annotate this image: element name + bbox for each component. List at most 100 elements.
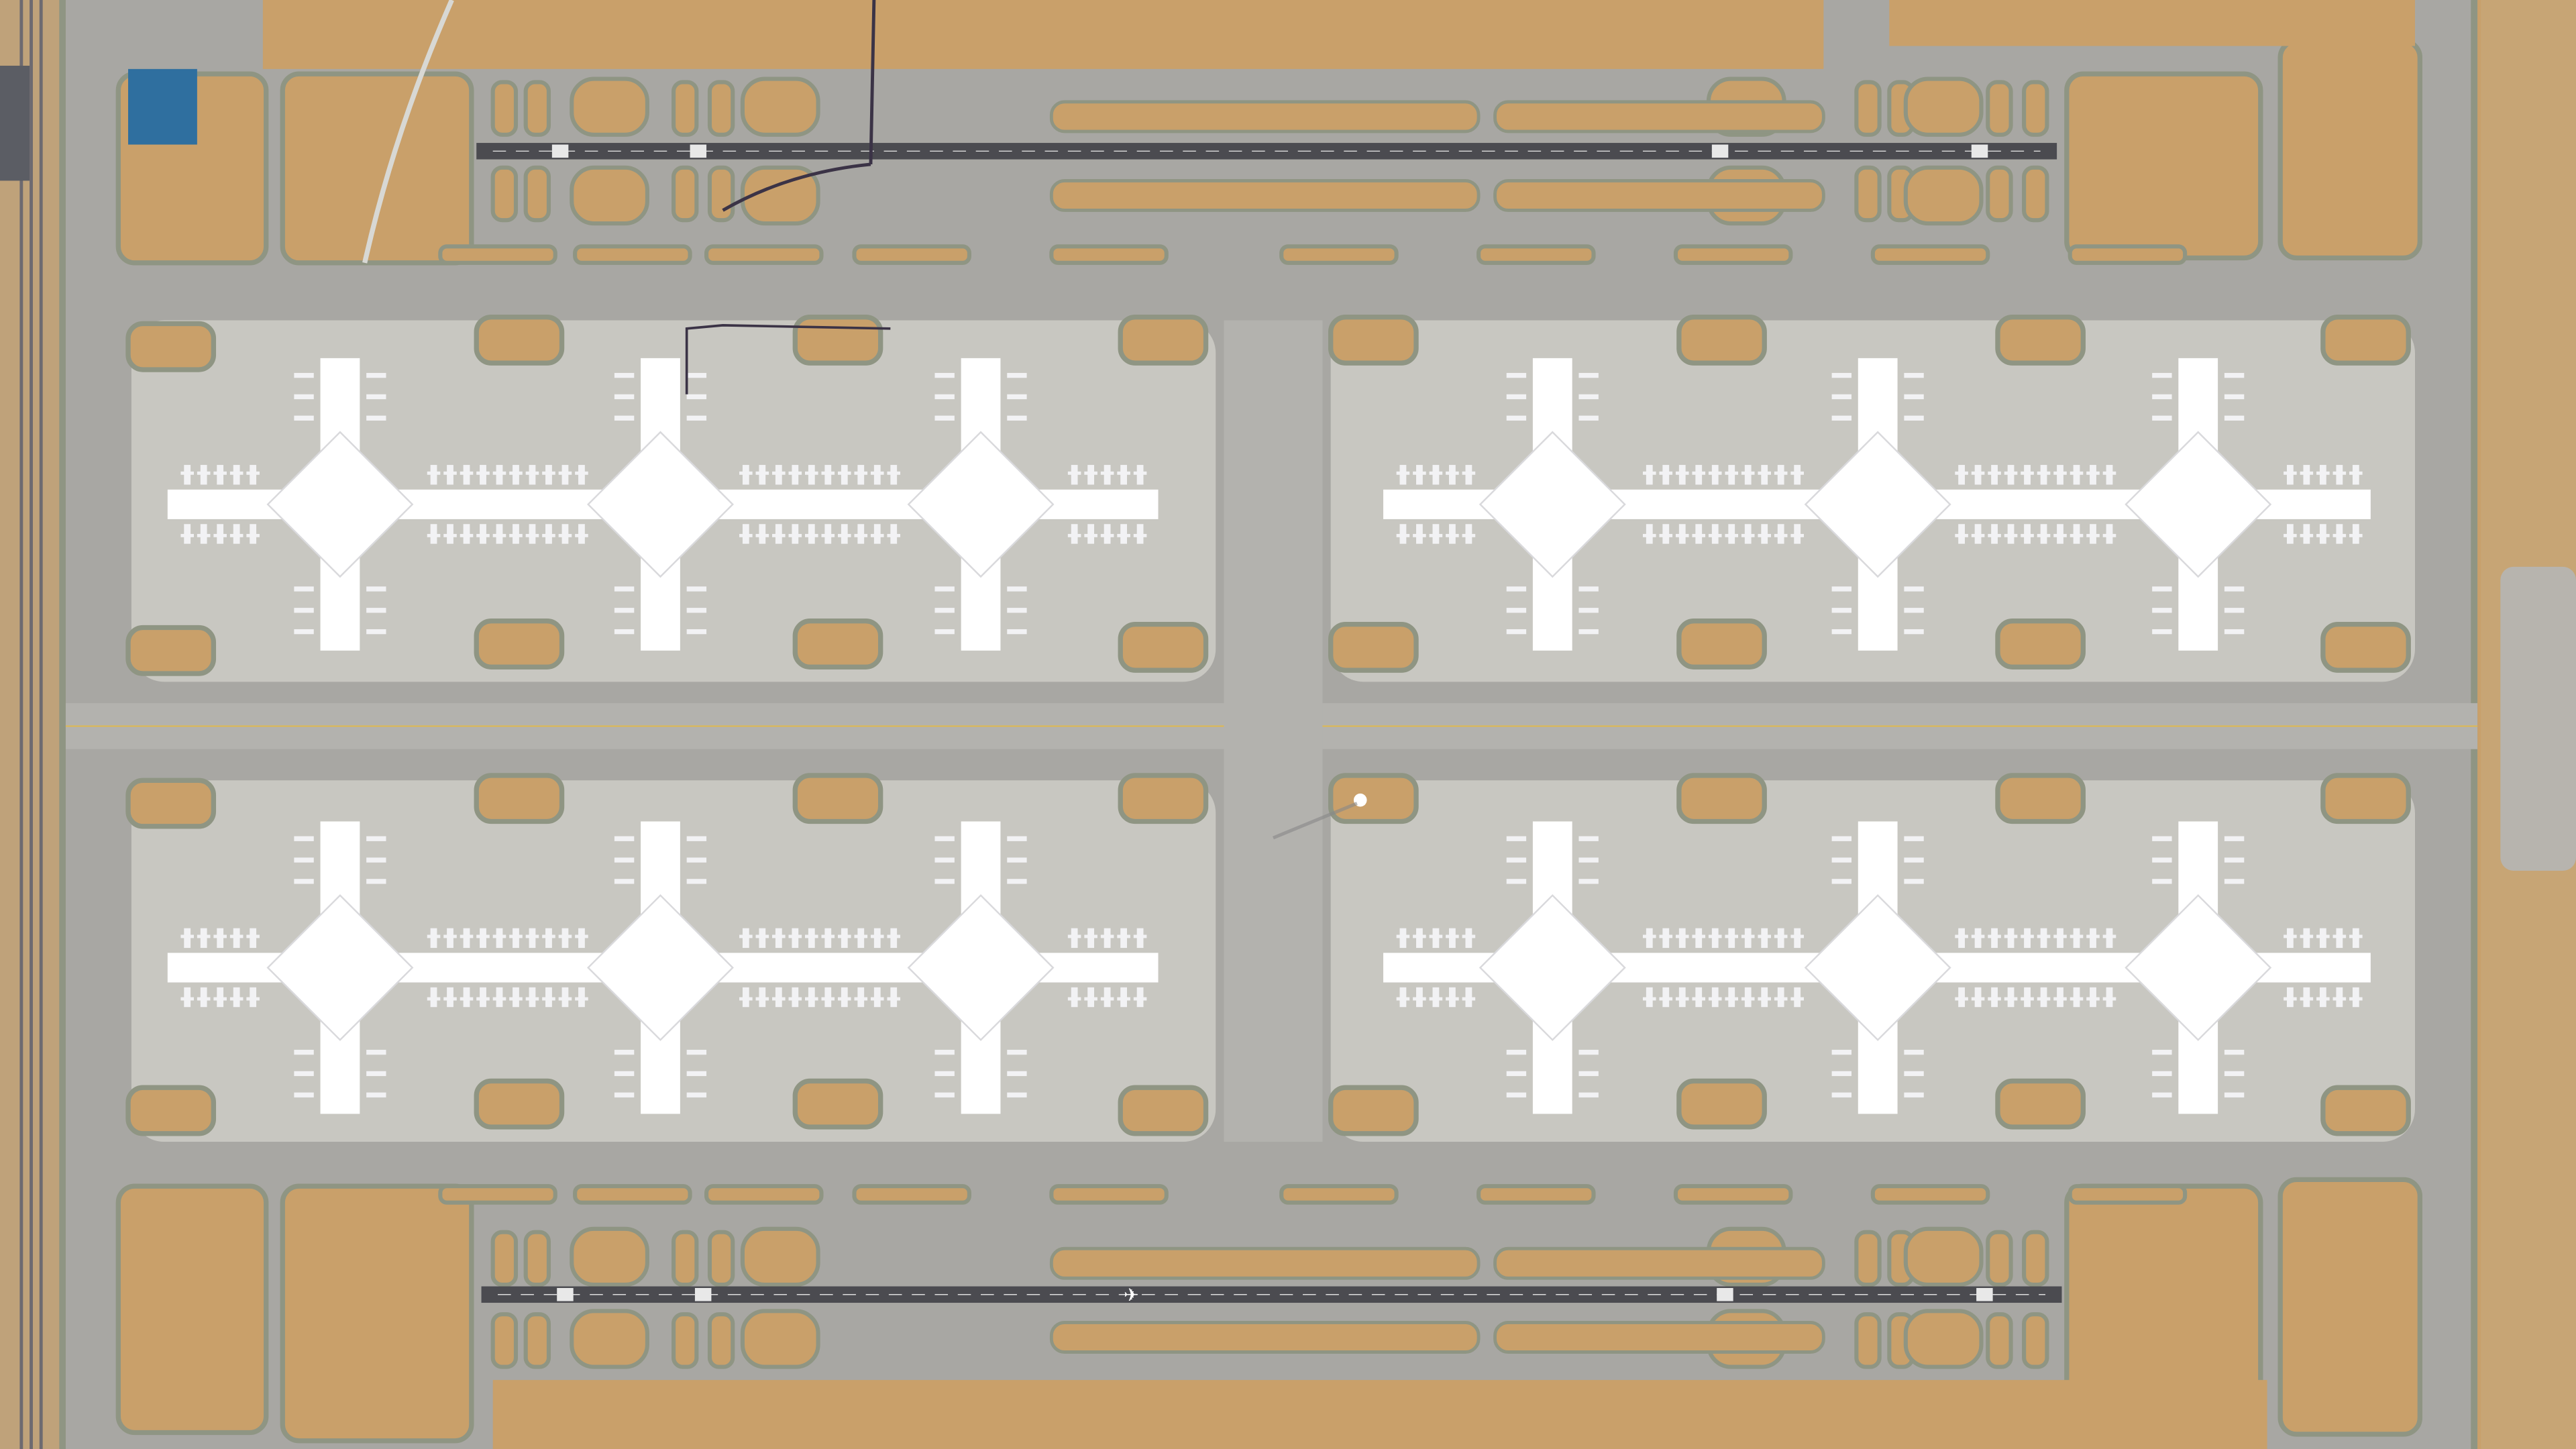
pier-aircraft <box>686 857 707 863</box>
sand-field <box>280 1183 474 1444</box>
pier-aircraft <box>366 836 386 841</box>
parked-aircraft-wing <box>1446 997 1459 1001</box>
pier-aircraft <box>2224 415 2245 421</box>
parked-aircraft-wing <box>805 997 818 1001</box>
parked-aircraft-wing <box>870 997 884 1001</box>
parked-aircraft-wing <box>197 997 211 1001</box>
pier-aircraft <box>1904 629 1924 635</box>
pier-aircraft <box>2152 857 2172 863</box>
sand-island <box>1870 1184 1990 1205</box>
parked-aircraft <box>2303 928 2310 949</box>
pier-aircraft <box>614 629 635 635</box>
parked-aircraft <box>1777 928 1784 949</box>
parked-aircraft <box>1662 928 1670 949</box>
highway-lane <box>30 0 33 1449</box>
pier-aircraft <box>294 608 314 613</box>
pier-aircraft <box>1578 394 1599 400</box>
parked-aircraft-wing <box>2102 997 2116 1001</box>
parked-aircraft <box>561 928 569 949</box>
parked-aircraft <box>759 928 766 949</box>
parked-aircraft-wing <box>1659 471 1673 475</box>
terminal-hub <box>1479 894 1626 1041</box>
parked-aircraft-wing <box>1971 997 1985 1001</box>
pier-aircraft <box>366 1092 386 1097</box>
sand-island <box>1477 244 1596 265</box>
sand-wedge <box>1049 178 1481 212</box>
parked-aircraft-wing <box>2332 997 2347 1001</box>
parked-aircraft-wing <box>2349 533 2363 537</box>
service-road <box>362 0 454 264</box>
parked-aircraft-wing <box>2086 934 2100 938</box>
apron-sand-island <box>1995 773 2086 824</box>
pier-aircraft <box>2152 879 2172 884</box>
pier-aircraft <box>614 415 635 421</box>
parked-aircraft-wing <box>755 934 769 938</box>
pier-aircraft <box>1831 415 1851 421</box>
parked-aircraft-wing <box>427 934 441 938</box>
parked-aircraft-wing <box>476 997 490 1001</box>
apron-sand-island <box>792 773 883 824</box>
parked-aircraft-wing <box>2332 471 2347 475</box>
water-pond <box>128 68 197 145</box>
parked-aircraft-wing <box>1100 533 1114 537</box>
terminal-hub <box>1479 431 1626 578</box>
pier-aircraft <box>2224 372 2245 378</box>
parked-aircraft-wing <box>1725 997 1739 1001</box>
parked-aircraft-wing <box>2332 533 2347 537</box>
highway-lane <box>19 0 23 1449</box>
parked-aircraft-wing <box>180 997 194 1001</box>
pier-aircraft <box>1904 1049 1924 1055</box>
sand-island <box>672 1230 699 1287</box>
parked-aircraft-wing <box>197 934 211 938</box>
sand-island <box>740 1309 820 1369</box>
sand-wedge <box>1049 1320 1481 1354</box>
terminal-hub <box>266 431 414 578</box>
sand-island <box>1477 1184 1596 1205</box>
pier-aircraft <box>2152 1071 2172 1077</box>
pier-aircraft <box>294 836 314 841</box>
parked-aircraft <box>513 928 519 949</box>
parked-aircraft-wing <box>2349 934 2363 938</box>
parked-aircraft-wing <box>1117 533 1130 537</box>
pier-aircraft <box>686 1092 707 1097</box>
parked-aircraft <box>1120 928 1127 949</box>
parked-aircraft-wing <box>2070 997 2084 1001</box>
parked-aircraft-wing <box>2102 471 2116 475</box>
parked-aircraft <box>2319 928 2326 949</box>
parked-aircraft-wing <box>2053 471 2067 475</box>
sand-island <box>1279 1184 1399 1205</box>
pier-aircraft <box>294 415 314 421</box>
parked-aircraft <box>1071 928 1078 949</box>
parked-aircraft-wing <box>1955 533 1968 537</box>
parked-aircraft-wing <box>1790 934 1804 938</box>
parked-aircraft-wing <box>525 997 539 1001</box>
parked-aircraft-wing <box>755 533 769 537</box>
sand-island <box>490 1230 519 1287</box>
parked-aircraft <box>545 928 552 949</box>
parked-aircraft-wing <box>443 533 457 537</box>
pier-aircraft <box>2224 608 2245 613</box>
parked-aircraft <box>2090 928 2096 949</box>
pier-aircraft <box>1506 1092 1527 1097</box>
sand-island <box>570 76 649 137</box>
parked-aircraft-wing <box>1642 533 1656 537</box>
pier-aircraft <box>1506 372 1527 378</box>
aircraft-on-runway: ✈ <box>1124 1285 1139 1306</box>
apron-sand-island <box>474 1078 565 1130</box>
parked-aircraft-wing <box>2284 997 2297 1001</box>
parked-aircraft-wing <box>1642 997 1656 1001</box>
parked-aircraft-wing <box>2004 533 2018 537</box>
pier-aircraft <box>294 372 314 378</box>
sand-wedge <box>1493 1320 1825 1354</box>
parked-aircraft-wing <box>837 471 851 475</box>
parked-aircraft <box>1678 928 1686 949</box>
pier-aircraft <box>1007 629 1027 635</box>
pier-aircraft <box>1578 608 1599 613</box>
parked-aircraft-wing <box>1642 934 1656 938</box>
parked-aircraft-wing <box>1446 471 1459 475</box>
parked-aircraft-wing <box>575 471 588 475</box>
parked-aircraft-wing <box>870 533 884 537</box>
pier-aircraft <box>686 836 707 841</box>
parked-aircraft-wing <box>180 533 194 537</box>
pier-aircraft <box>614 836 635 841</box>
